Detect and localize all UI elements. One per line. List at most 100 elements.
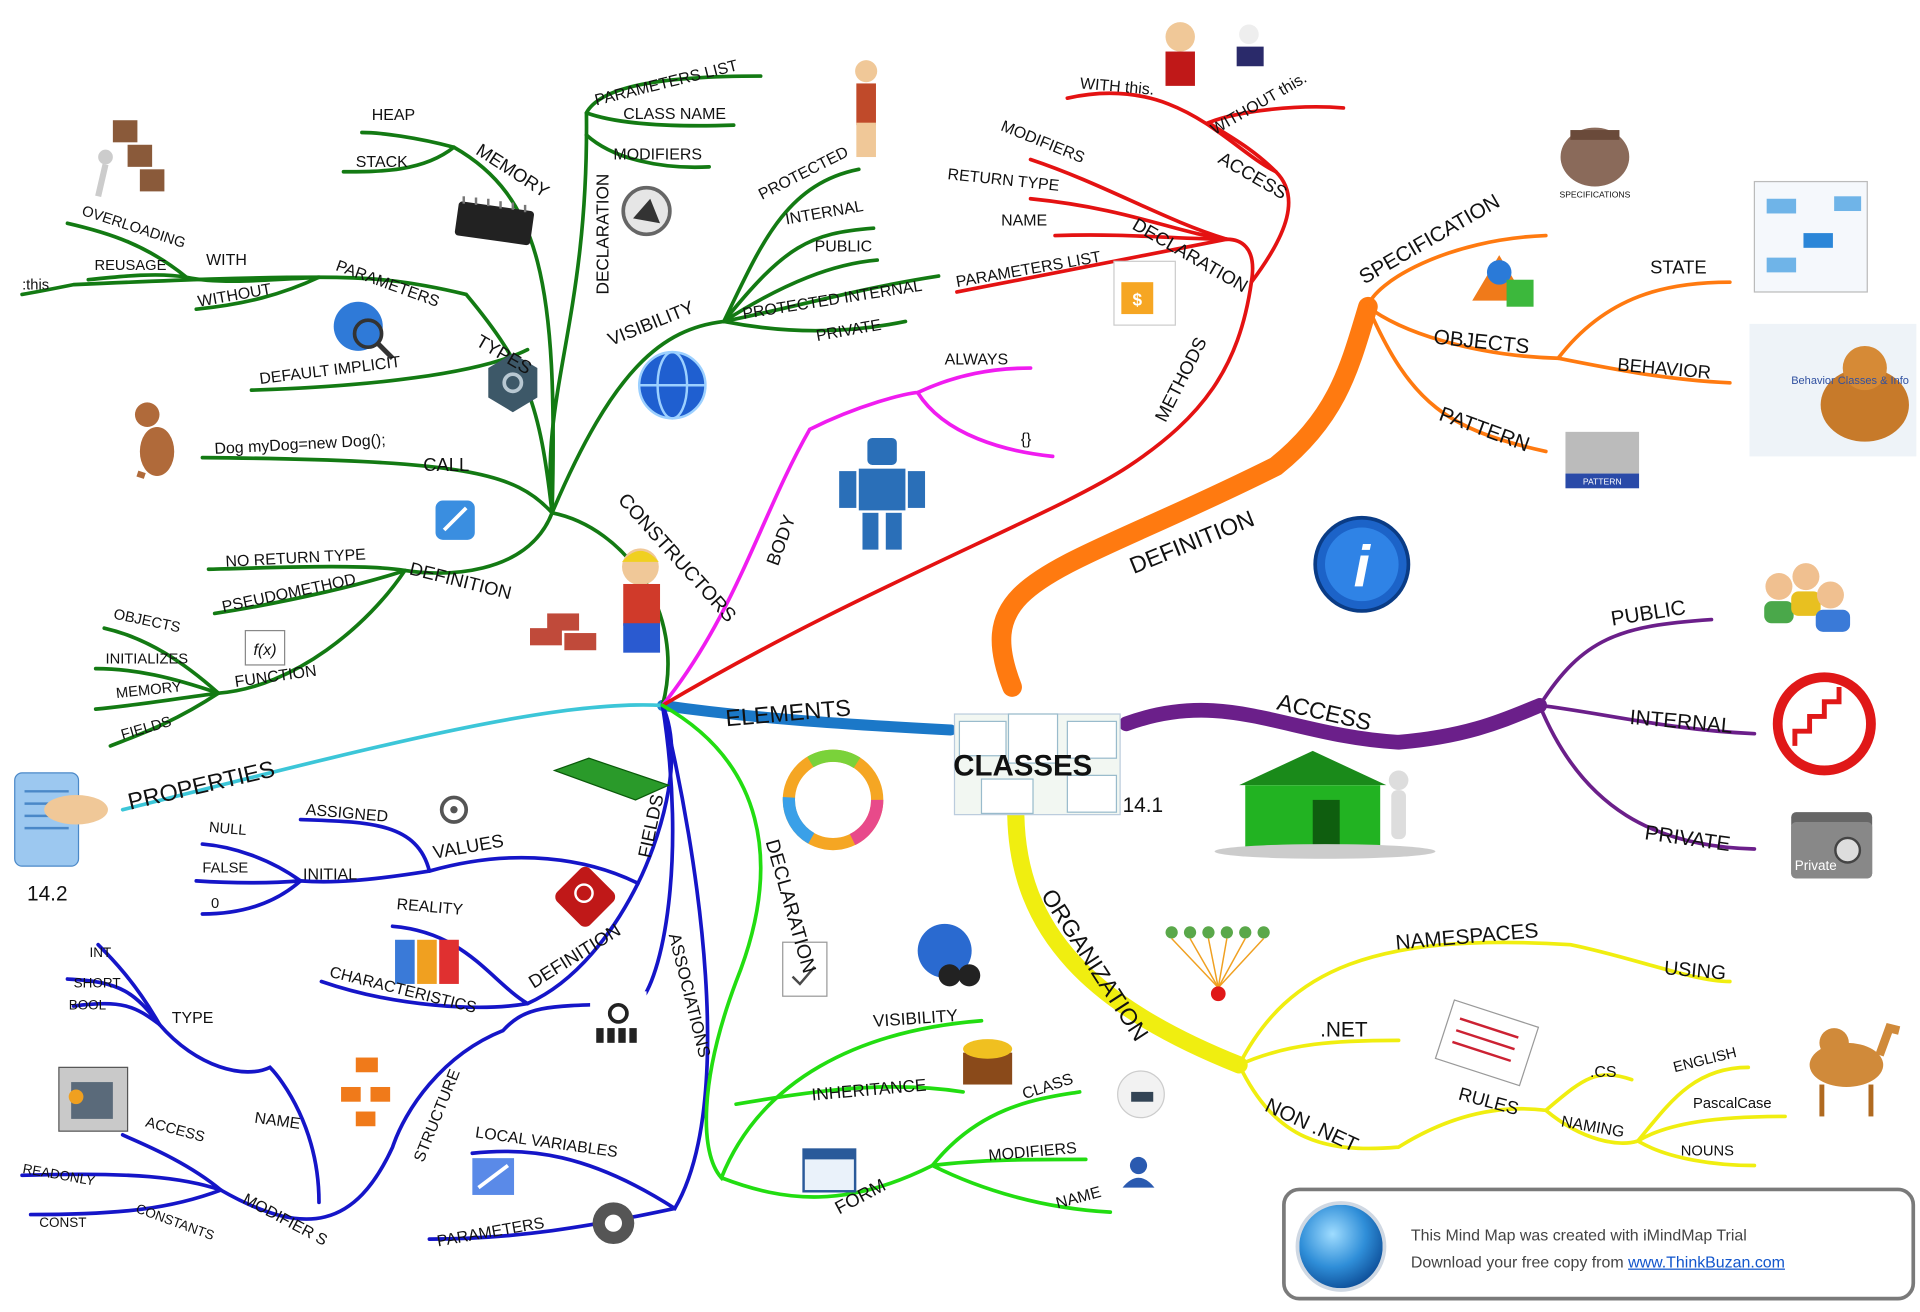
specifications-caption: SPECIFICATIONS [1559,190,1630,200]
with-this-label: WITH this. [1079,75,1155,98]
magician-icon [1165,22,1264,86]
fields-label: FIELDS [634,792,668,859]
camel-icon [1809,1022,1901,1117]
stack-label: STACK [356,154,408,171]
field-icon [552,757,671,801]
reality-label: REALITY [396,896,464,919]
properties-version: 14.2 [27,883,68,906]
visibility-label: VISIBILITY [605,296,697,350]
dog-character-icon [134,402,175,479]
body-label: BODY [762,512,800,568]
initializes-label: INITIALIZES [106,652,189,668]
center-version: 14.1 [1123,794,1164,817]
structure-access-label: ACCESS [144,1115,207,1146]
blueprint-icon [472,1158,515,1195]
parameters-list-label: PARAMETERS LIST [593,57,740,109]
branch-access [1118,698,1548,750]
icon-layer: i [14,22,1917,1245]
fields-sub-label: FIELDS [119,714,173,744]
private-folder-icon: Private [1791,812,1873,879]
constructors-branches [20,74,941,748]
function-icon: f(x) [244,629,286,666]
heap-label: HEAP [372,107,415,124]
initial-label: INITIAL [303,867,357,884]
builder-icon [529,548,661,653]
const-label: CONST [39,1215,86,1230]
globe-icon [637,350,707,420]
users-group-icon [1764,563,1851,632]
methods-parameters-list-label: PARAMETERS LIST [955,249,1103,291]
treasure-chest-icon [963,1039,1013,1085]
using-label: USING [1663,957,1727,984]
methods-modifiers-label: MODIFIERS [998,118,1086,167]
this-label: :this [22,278,49,294]
false-label: FALSE [202,860,248,876]
always-label: ALWAYS [945,351,1008,368]
svg-text:$: $ [1133,289,1143,309]
organization-label: ORGANIZATION [1036,884,1153,1045]
declaration-branches [660,703,1113,1214]
clipboard-pointer-icon [14,772,108,867]
readonly-label: READONLY [22,1161,97,1188]
gear-icon [592,1202,635,1245]
center-title: CLASSES [953,749,1092,782]
promo-line-2-prefix: Download your free copy from [1410,1252,1629,1272]
pattern-image-caption: PATTERN [1583,477,1622,487]
protected-internal-label: PROTECTED INTERNAL [741,278,923,323]
info-icon: i [1313,515,1411,613]
org-chart-icon [341,1057,391,1127]
structure-label: STRUCTURE [411,1067,464,1164]
house-icon [1214,750,1436,859]
state-diagram-icon [1753,180,1868,293]
dotnet-label: .NET [1320,1019,1368,1042]
soldier-icon [855,60,878,158]
reuseage-label: REUSAGE [94,258,166,274]
without-label: WITHOUT [196,281,272,311]
type-label: TYPE [172,1010,214,1027]
objects-label-orange: OBJECTS [1432,326,1530,359]
settings-hexagon-icon [488,353,538,413]
namespaces-label: NAMESPACES [1395,919,1540,954]
assigned-label: ASSIGNED [305,802,389,826]
meeting-icon [590,991,647,1048]
pay-card-icon: $ [1113,260,1176,326]
thinkbuzan-link[interactable]: www.ThinkBuzan.com [1628,1252,1785,1272]
constants-label: CONSTANTS [134,1201,216,1243]
cs-label: .CS [1590,1064,1617,1081]
declaration-vertical-label: DECLARATION [593,174,613,295]
body-branches [660,366,1055,708]
specification-label: SPECIFICATION [1355,190,1504,289]
promo-line-1: This Mind Map was created with iMindMap … [1410,1225,1747,1245]
search-globe-icon [333,301,395,360]
branch-organization [1007,807,1248,1074]
return-type-label: RETURN TYPE [947,166,1060,195]
trial-promo-box: This Mind Map was created with iMindMap … [1282,1187,1916,1301]
memory-sub-label: MEMORY [115,679,182,702]
window-form-icon [802,1148,857,1193]
internal-label-purple: INTERNAL [1629,706,1734,738]
methods-branches [660,91,1346,708]
methods-label: METHODS [1150,334,1210,425]
classroom-icon [1117,1070,1165,1119]
short-label: SHORT [74,976,121,991]
call-example: Dog myDog=new Dog(); [214,432,386,458]
bool-label: BOOL [69,998,107,1013]
promo-line-2: Download your free copy from www.ThinkBu… [1411,1253,1785,1271]
access-branches [1537,617,1757,851]
behavior-image-text: Behavior Classes & Info [1791,375,1909,387]
nouns-label: NOUNS [1681,1144,1734,1160]
vault-icon [58,1066,129,1132]
stacking-boxes-icon [95,120,165,197]
with-label: WITH [206,252,247,269]
definition-branches [1366,233,1732,454]
no-entry-icon [1772,672,1876,776]
pattern-label: PATTERN [1436,403,1532,457]
public-label: PUBLIC [815,239,873,256]
declaration-badge-icon [621,185,672,237]
imindmap-logo-icon [1295,1201,1387,1292]
svg-text:i: i [1354,534,1372,599]
binders-icon [395,939,459,984]
svg-text:f(x): f(x) [253,642,276,659]
